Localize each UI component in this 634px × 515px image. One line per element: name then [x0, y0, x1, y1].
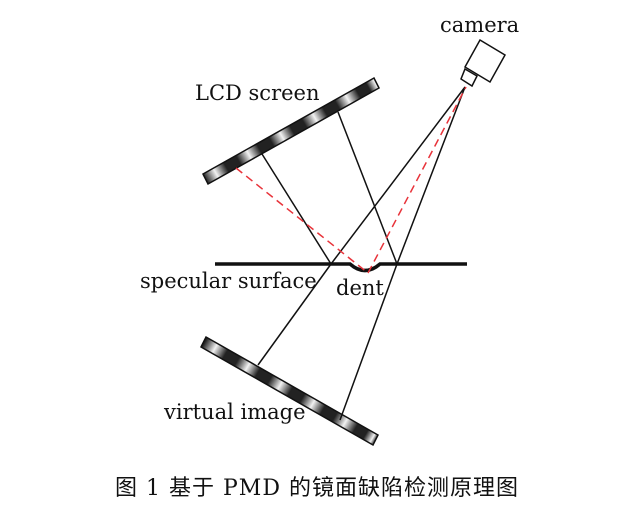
virtual-ray-left [257, 263, 332, 366]
dashed-ray-camera [367, 86, 467, 274]
camera-ray-left [330, 86, 466, 265]
dashed-rays [235, 86, 467, 274]
specular-surface-line [215, 262, 467, 273]
incident-ray-right [337, 111, 398, 265]
lcd-screen-bar [202, 76, 380, 186]
camera-icon [460, 38, 507, 88]
figure-caption: 图 1 基于 PMD 的镜面缺陷检测原理图 [115, 476, 519, 501]
camera-label: camera [440, 13, 519, 37]
virtual-ray-right [339, 263, 398, 421]
lcd-screen-label: LCD screen [195, 81, 319, 105]
specular-surface-label: specular surface [140, 269, 317, 293]
dent-label: dent [336, 276, 384, 300]
virtual-image-bar [200, 335, 379, 447]
camera-ray-right [396, 86, 466, 265]
dashed-ray-screen [235, 167, 369, 274]
incident-ray-left [261, 153, 332, 265]
virtual-image-label: virtual image [163, 400, 306, 424]
solid-rays [257, 86, 466, 421]
